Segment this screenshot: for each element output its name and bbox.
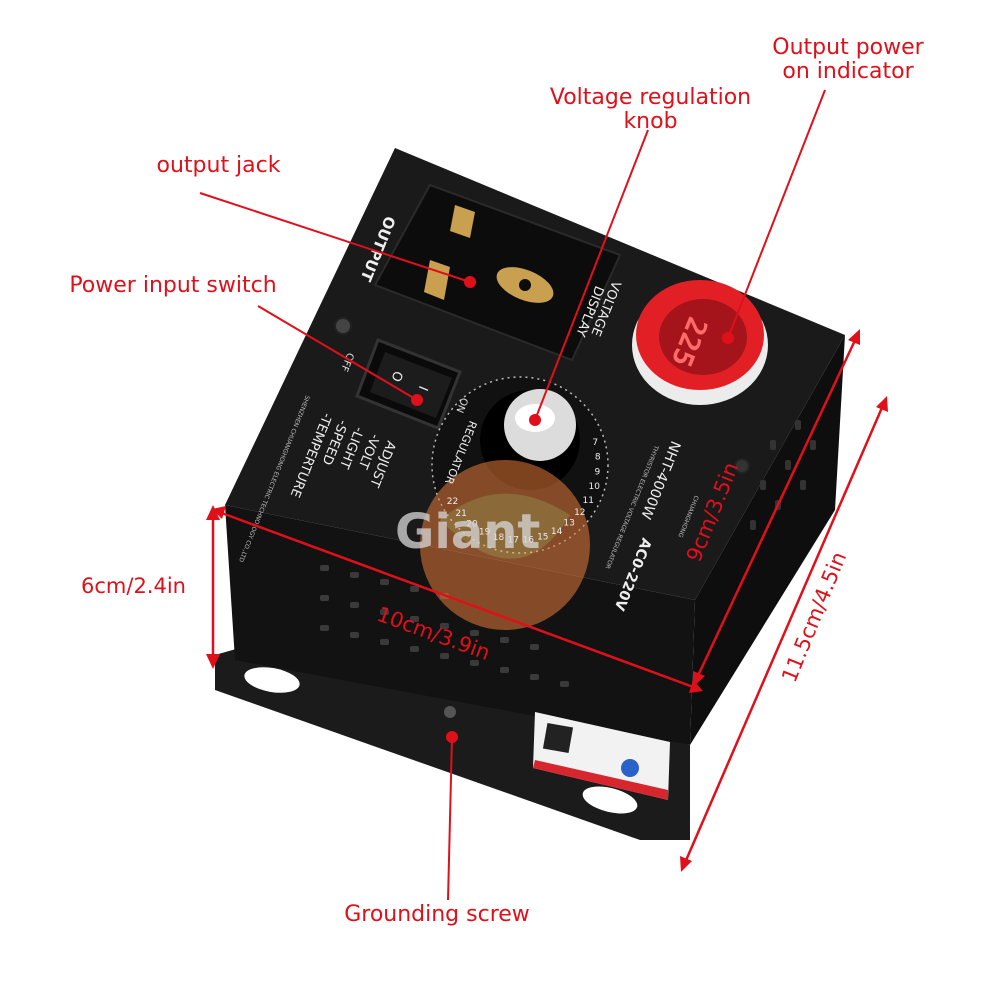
dial-number: 9 <box>595 468 601 478</box>
dial-number: 21 <box>455 509 466 519</box>
callout-voltage-knob: Voltage regulation knob <box>549 85 752 134</box>
side-panel <box>690 335 845 745</box>
dial-number: 8 <box>595 453 601 463</box>
dial-number: 10 <box>588 482 600 492</box>
dial-number: 12 <box>574 508 585 518</box>
dial-number: 13 <box>563 519 574 529</box>
dim-width-arrow <box>218 510 697 690</box>
dial-number: 19 <box>479 528 491 538</box>
leader-knob <box>534 129 649 421</box>
panel-screw <box>734 458 750 474</box>
watermark-logo <box>420 460 590 630</box>
leader-grounding-screw <box>447 736 453 901</box>
dim-depth-top-arrow <box>694 335 859 681</box>
mount-hole-left <box>244 667 300 693</box>
leader-power-switch <box>257 305 418 401</box>
side-vents <box>750 420 816 530</box>
rocker-switch <box>355 338 462 430</box>
mount-hole-right <box>582 786 638 814</box>
leader-output-jack <box>199 192 471 283</box>
vent-holes <box>320 565 569 687</box>
dial-number: 11 <box>582 496 593 506</box>
panel-screw <box>334 317 352 335</box>
dial-number: 20 <box>466 520 478 530</box>
ground-screw <box>444 706 456 718</box>
watermark-text: Giant <box>395 504 540 560</box>
dial-number: 16 <box>522 536 534 546</box>
callout-output-jack: output jack <box>156 153 281 178</box>
switch-symbol-i: I <box>415 384 430 393</box>
dial-number: 15 <box>537 533 548 543</box>
dial-number: 14 <box>551 527 563 537</box>
leader-power-indicator <box>727 89 826 339</box>
callout-power-switch: Power input switch <box>69 273 277 298</box>
dim-height-label: 6cm/2.4in <box>81 574 186 598</box>
output-socket <box>373 183 622 362</box>
top-face <box>225 148 845 600</box>
dial-number: 22 <box>447 497 458 507</box>
voltage-display <box>632 280 768 405</box>
callout-output-power-indicator: Output power on indicator <box>772 35 924 84</box>
switch-on-label: ON <box>453 396 469 414</box>
dial-number: 18 <box>493 533 505 543</box>
dial-number: 17 <box>507 536 518 546</box>
dim-depth-base-arrow <box>682 402 886 866</box>
front-panel <box>225 505 695 745</box>
callout-grounding-screw: Grounding screw <box>344 902 530 927</box>
dial-number: 7 <box>592 438 598 448</box>
product-sticker <box>533 712 670 800</box>
